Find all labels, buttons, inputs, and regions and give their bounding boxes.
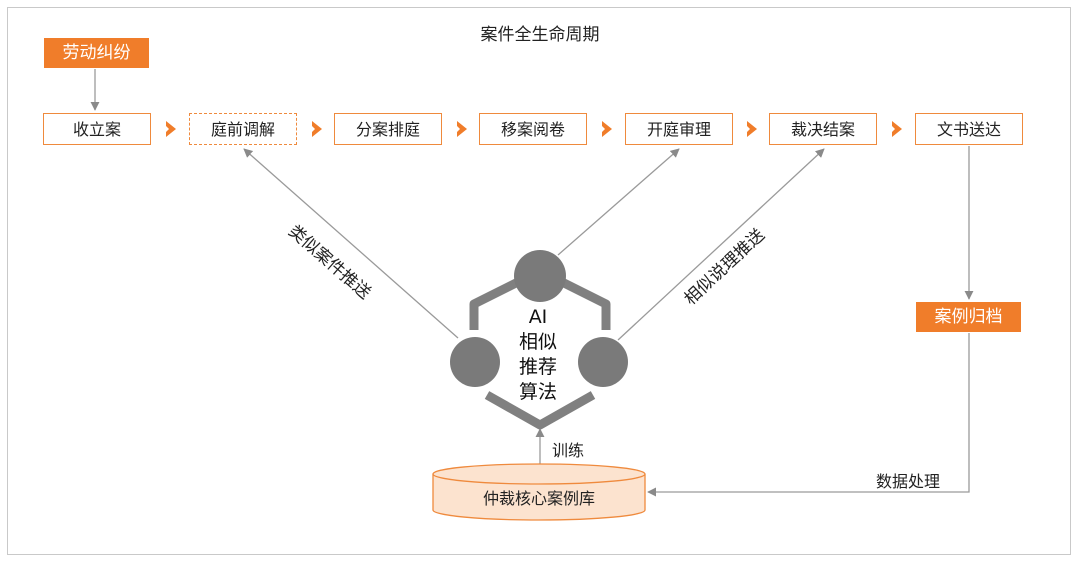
arrow-to-verdict — [617, 148, 825, 341]
arrow-to-mediation — [243, 148, 459, 339]
training-label: 训练 — [552, 441, 585, 460]
algo-node-left — [450, 337, 500, 387]
case-database-label: 仲裁核心案例库 — [482, 489, 595, 508]
step-document-delivery: 文书送达 — [915, 113, 1023, 145]
step-verdict: 裁决结案 — [769, 113, 877, 145]
arrow-to-hearing — [557, 148, 680, 256]
algorithm-label-line3: 推荐 — [518, 356, 557, 378]
chevron-right-icon — [454, 121, 467, 137]
diagram-title: 案件全生命周期 — [480, 25, 600, 45]
arrow-archive-to-database — [647, 333, 970, 497]
archive-tag: 案例归档 — [916, 302, 1021, 332]
chevron-right-icon — [744, 121, 757, 137]
chevron-right-icon — [599, 121, 612, 137]
algo-node-top — [514, 250, 566, 302]
chevron-right-icon — [163, 121, 176, 137]
algo-hexagon-bottom — [484, 391, 596, 430]
database-cylinder-body — [432, 474, 646, 521]
database-cylinder-top — [432, 463, 646, 485]
diagram-frame — [7, 7, 1071, 555]
algorithm-label-line2: 相似 — [518, 331, 557, 353]
step-intake: 收立案 — [43, 113, 151, 145]
algorithm-label: AI 相似 推荐 算法 — [512, 305, 564, 405]
source-tag: 劳动纠纷 — [44, 38, 149, 68]
chevron-right-icon — [309, 121, 322, 137]
algorithm-label-line4: 算法 — [518, 381, 557, 403]
algo-node-right — [578, 337, 628, 387]
step-hearing: 开庭审理 — [625, 113, 733, 145]
data-processing-label: 数据处理 — [876, 472, 941, 491]
algorithm-label-line1: AI — [528, 306, 548, 328]
step-scheduling: 分案排庭 — [334, 113, 442, 145]
step-mediation: 庭前调解 — [189, 113, 297, 145]
step-file-review: 移案阅卷 — [479, 113, 587, 145]
chevron-right-icon — [889, 121, 902, 137]
algo-hexagon-upper-left — [469, 277, 521, 330]
algo-hexagon-upper-right — [559, 277, 611, 330]
